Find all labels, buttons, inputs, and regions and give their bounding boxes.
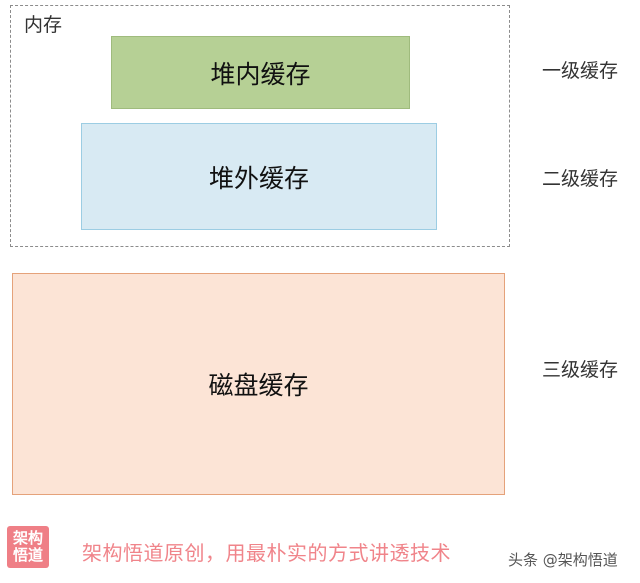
memory-label: 内存 xyxy=(24,14,63,36)
heap-cache-box: 堆内缓存 xyxy=(111,36,410,109)
brand-logo: 架构悟道 xyxy=(7,526,49,568)
memory-frame xyxy=(10,5,510,247)
brand-logo-text: 架构悟道 xyxy=(12,529,43,564)
level-3-label: 三级缓存 xyxy=(541,359,618,381)
heap-cache-label: 堆内缓存 xyxy=(210,59,311,89)
offheap-cache-box: 堆外缓存 xyxy=(81,123,437,230)
credit-watermark: 头条 @架构悟道 xyxy=(508,551,618,569)
level-2-label: 二级缓存 xyxy=(541,168,618,190)
disk-cache-label: 磁盘缓存 xyxy=(208,371,309,400)
offheap-cache-label: 堆外缓存 xyxy=(208,163,309,193)
slogan-text: 架构悟道原创，用最朴实的方式讲透技术 xyxy=(82,541,451,565)
level-1-label: 一级缓存 xyxy=(541,60,618,82)
disk-cache-box: 磁盘缓存 xyxy=(12,273,505,495)
